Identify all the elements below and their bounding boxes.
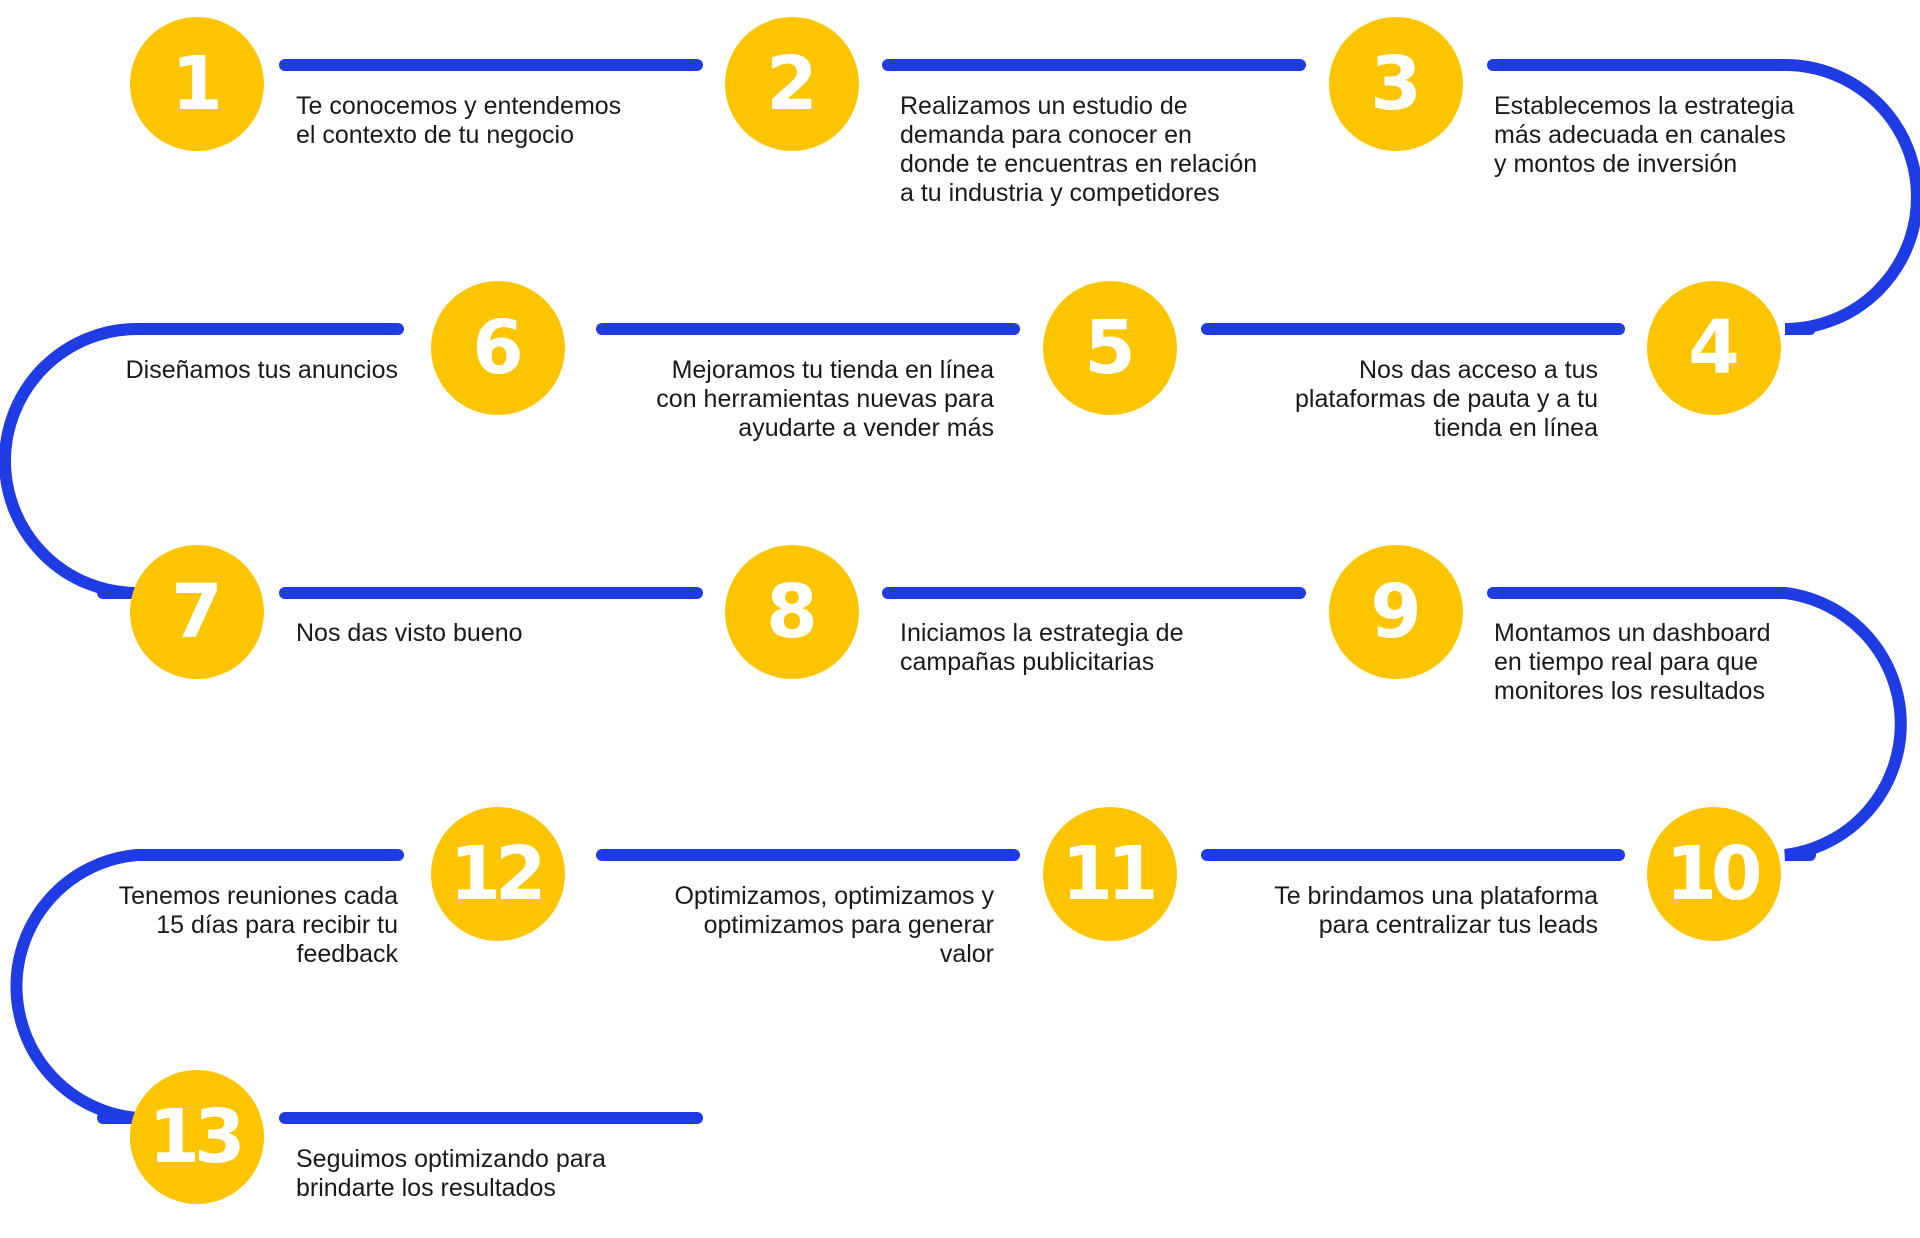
step-1-text: Te conocemos y entendemos el contexto de…: [296, 92, 622, 149]
step-6-text: Diseñamos tus anuncios: [125, 356, 398, 384]
step-8-circle: 8: [725, 545, 859, 679]
step-13-circle: 13: [130, 1070, 264, 1204]
step-10-circle: 10: [1647, 807, 1781, 941]
step-1-number: 1: [171, 41, 222, 127]
step-7-number: 7: [171, 569, 222, 655]
step-4-number: 4: [1688, 305, 1739, 391]
step-9-circle: 9: [1329, 545, 1463, 679]
step-11-number: 11: [1061, 831, 1159, 917]
step-9-number: 9: [1370, 569, 1421, 655]
connector-9-curve: [1487, 587, 1907, 861]
step-5-number: 5: [1084, 305, 1135, 391]
step-12-number: 12: [449, 831, 547, 917]
connector-12-curve: [10, 849, 404, 1124]
step-8-text: Iniciamos la estrategia de campañas publ…: [900, 619, 1184, 676]
step-2-text: Realizamos un estudio de demanda para co…: [900, 92, 1258, 207]
step-11-text: Optimizamos, optimizamos y optimizamos p…: [674, 882, 994, 968]
step-13-number: 13: [148, 1094, 246, 1180]
step-4-circle: 4: [1647, 281, 1781, 415]
step-3-text: Establecemos la estrategia más adecuada …: [1494, 92, 1795, 178]
step-3-number: 3: [1370, 41, 1421, 127]
step-2-number: 2: [766, 41, 817, 127]
step-6-circle: 6: [431, 281, 565, 415]
step-10-text: Te brindamos una plataforma para central…: [1274, 882, 1598, 939]
step-7-text: Nos das visto bueno: [296, 619, 523, 647]
step-8-number: 8: [766, 569, 817, 655]
step-5-circle: 5: [1043, 281, 1177, 415]
connector-3-curve: [1487, 59, 1920, 335]
step-5-text: Mejoramos tu tienda en línea con herrami…: [656, 356, 994, 442]
step-2-circle: 2: [725, 17, 859, 151]
connector-6-curve: [0, 323, 404, 599]
step-1-circle: 1: [130, 17, 264, 151]
step-3-circle: 3: [1329, 17, 1463, 151]
step-4-text: Nos das acceso a tus plataformas de paut…: [1295, 356, 1598, 442]
step-11-circle: 11: [1043, 807, 1177, 941]
step-12-circle: 12: [431, 807, 565, 941]
step-9-text: Montamos un dashboard en tiempo real par…: [1494, 619, 1771, 705]
step-10-number: 10: [1665, 831, 1763, 917]
step-12-text: Tenemos reuniones cada 15 días para reci…: [118, 882, 398, 968]
step-13-text: Seguimos optimizando para brindarte los …: [296, 1145, 606, 1202]
step-7-circle: 7: [130, 545, 264, 679]
step-6-number: 6: [472, 305, 523, 391]
